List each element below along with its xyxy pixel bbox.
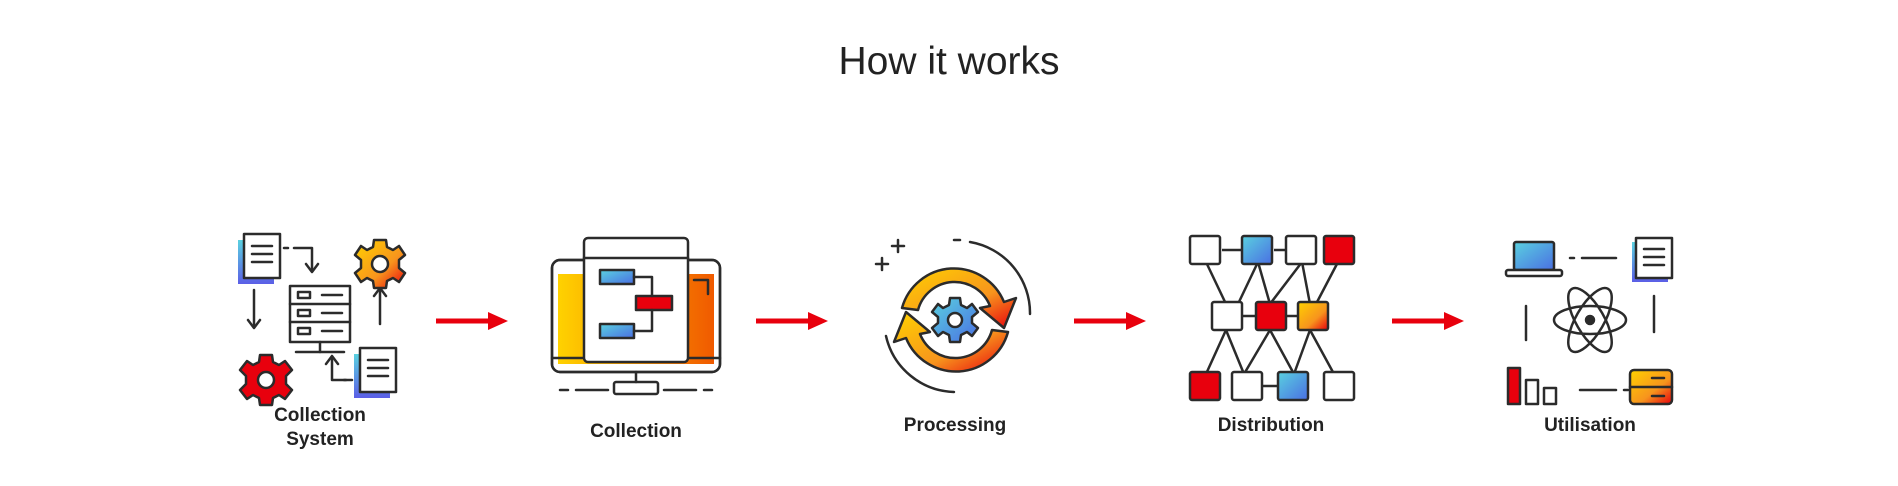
step-label: Collection (590, 421, 682, 442)
collection-system-icon (238, 232, 407, 407)
flow-arrow-4 (1392, 312, 1464, 330)
step-collection: Collection (548, 232, 724, 452)
step-collection-system: Collection System (232, 230, 408, 460)
step-distribution: Distribution (1186, 234, 1356, 454)
flow-arrow-2 (756, 312, 828, 330)
processing-cycle-icon (874, 238, 1032, 394)
step-label-line1: Collection (274, 405, 366, 426)
step-processing: Processing (870, 232, 1040, 452)
monitor-icon (550, 236, 722, 396)
step-utilisation: Utilisation (1504, 236, 1676, 456)
network-nodes-icon (1188, 234, 1356, 402)
flow-arrow-1 (436, 312, 508, 330)
step-label-line2: System (286, 429, 354, 450)
page-title: How it works (838, 40, 1060, 83)
step-label: Processing (903, 415, 1007, 436)
step-label: Utilisation (1544, 415, 1636, 436)
flow-arrow-3 (1074, 312, 1146, 330)
step-label: Collection System (232, 404, 408, 452)
utilisation-icon (1504, 236, 1674, 406)
step-label: Distribution (1217, 415, 1325, 436)
